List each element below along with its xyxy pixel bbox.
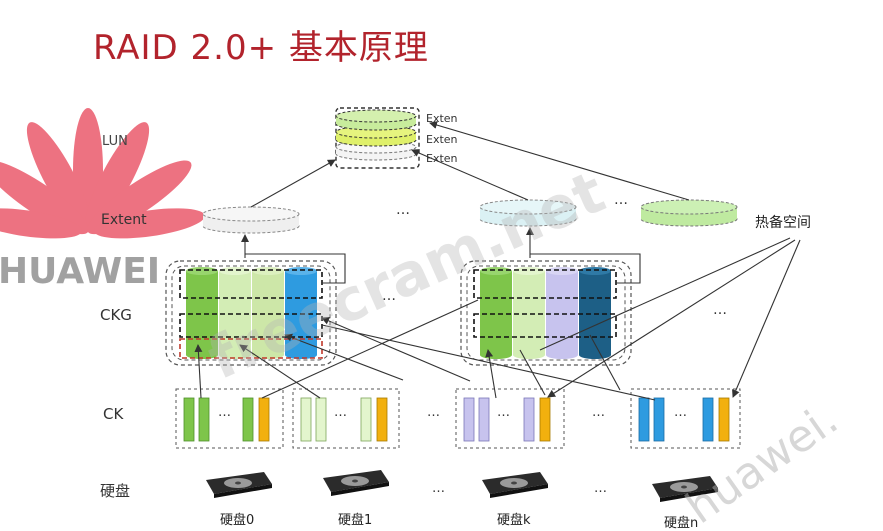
- ellipsis-ck-k: …: [497, 405, 510, 420]
- hard-disk-k-icon: [482, 472, 548, 498]
- ellipsis-ck-between-1: …: [427, 405, 440, 420]
- ck-group-k: …: [455, 388, 565, 449]
- huawei-petals-icon: [0, 108, 205, 239]
- ckg1-cylinder-3: [252, 267, 284, 359]
- layer-label-extent: Extent: [101, 212, 147, 228]
- ckg2-cylinder-3: [546, 267, 578, 359]
- ckg1-cylinder-2: [219, 267, 251, 359]
- ellipsis-disk-1: …: [432, 481, 445, 496]
- ellipsis-extent-2: …: [614, 192, 628, 208]
- lun-extent-label-2: Exten: [426, 133, 458, 146]
- connector-lines: [194, 121, 801, 401]
- ckg-group-2: [460, 260, 632, 366]
- ellipsis-ck-between-2: …: [592, 405, 605, 420]
- huawei-logo-text: HUAWEI: [0, 251, 160, 292]
- disk-label-0: 硬盘0: [220, 512, 254, 528]
- disk-label-n: 硬盘n: [664, 515, 698, 531]
- layer-label-lun: LUN: [102, 134, 128, 149]
- disk-label-k: 硬盘k: [497, 512, 531, 528]
- ckg1-cylinder-1: [186, 267, 218, 359]
- extent-disc-1: [202, 206, 300, 234]
- ellipsis-extent-1: …: [396, 202, 410, 218]
- extent-disc-2: [479, 199, 577, 227]
- layer-label-ckg: CKG: [100, 306, 132, 324]
- watermark-huawei: huawei.: [677, 394, 847, 531]
- ckg2-cylinder-2: [513, 267, 545, 359]
- ellipsis-ckg-1: …: [382, 288, 396, 304]
- layer-label-disk: 硬盘: [100, 482, 130, 500]
- disk-label-1: 硬盘1: [338, 512, 372, 528]
- lun-stack: Exten Exten Exten: [335, 107, 458, 169]
- lun-extent-3: [335, 109, 417, 131]
- hard-disk-1-icon: [323, 470, 389, 496]
- ck-group-n: …: [630, 388, 741, 449]
- extent-disc-hot-spare: [640, 199, 738, 227]
- ellipsis-disk-2: …: [594, 481, 607, 496]
- hard-disk-n-icon: [652, 476, 718, 502]
- ellipsis-ckg-2: …: [713, 302, 727, 318]
- lun-extent-label-3: Exten: [426, 152, 458, 165]
- layer-label-ck: CK: [103, 405, 124, 423]
- ckg2-cylinder-1: [480, 267, 512, 359]
- ck-group-1: …: [292, 388, 400, 449]
- ellipsis-ck-1: …: [334, 405, 347, 420]
- ellipsis-ck-0: …: [218, 405, 231, 420]
- page-title: RAID 2.0+ 基本原理: [93, 28, 429, 68]
- hard-disk-0-icon: [206, 472, 272, 498]
- ck-group-0: …: [175, 388, 284, 449]
- huawei-logo: HUAWEI: [0, 108, 205, 292]
- ellipsis-ck-n: …: [674, 405, 687, 420]
- hot-spare-label: 热备空间: [755, 214, 811, 231]
- ckg2-cylinder-4: [579, 267, 611, 359]
